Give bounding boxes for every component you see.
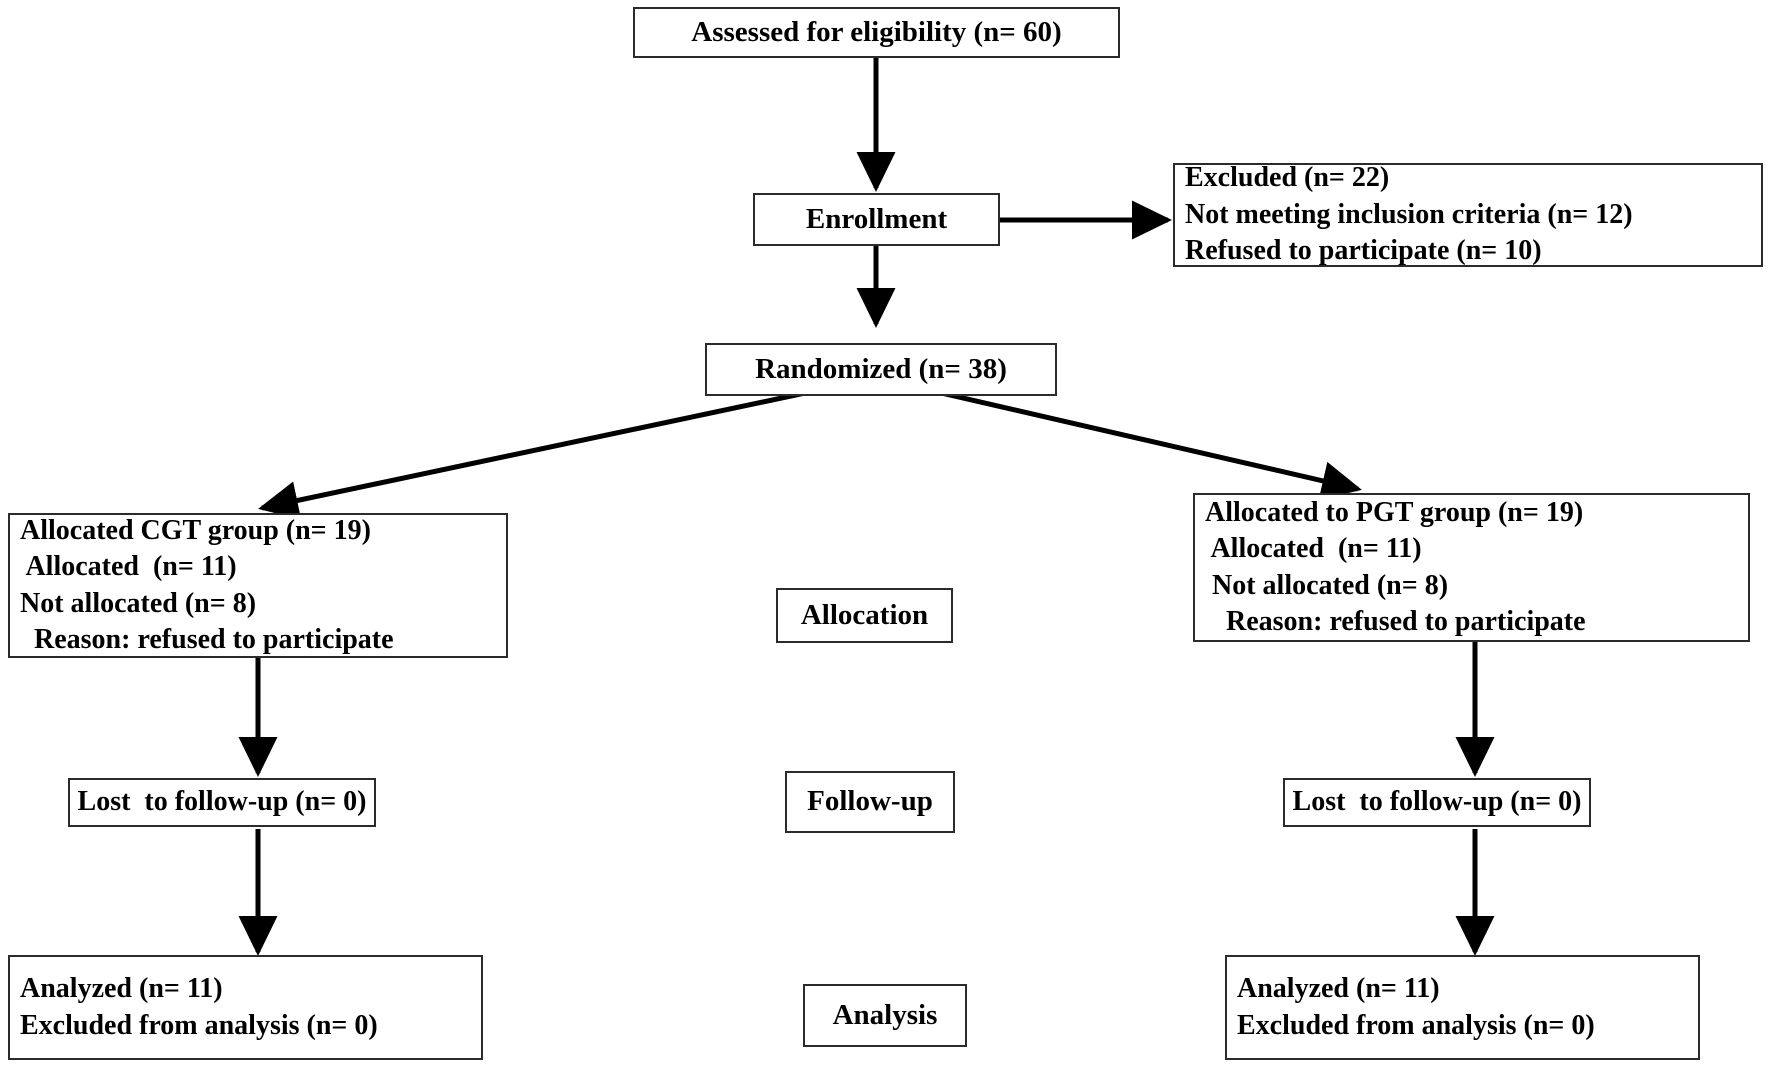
pgt-alloc-line-4: Reason: refused to participate bbox=[1205, 605, 1586, 637]
box-pgt-lost-to-followup: Lost to follow-up (n= 0) bbox=[1283, 778, 1591, 827]
analysis-stage-label: Analysis bbox=[832, 998, 938, 1031]
pgt-alloc-line-1: Allocated to PGT group (n= 19) bbox=[1205, 496, 1584, 528]
box-randomized: Randomized (n= 38) bbox=[705, 343, 1057, 396]
cgt-analyzed-line-1: Analyzed (n= 11) bbox=[20, 973, 223, 1005]
box-cgt-allocated: Allocated CGT group (n= 19) Allocated (n… bbox=[8, 513, 508, 658]
box-assessed-for-eligibility: Assessed for eligibility (n= 60) bbox=[633, 7, 1120, 58]
cgt-alloc-line-2: Allocated (n= 11) bbox=[20, 551, 237, 583]
arrow-randomized-to-cgt bbox=[258, 375, 877, 520]
cgt-analyzed-line-2: Excluded from analysis (n= 0) bbox=[20, 1009, 378, 1041]
allocation-stage-label: Allocation bbox=[800, 598, 929, 631]
box-stage-analysis: Analysis bbox=[803, 984, 967, 1047]
cgt-alloc-line-4: Reason: refused to participate bbox=[20, 623, 394, 655]
randomized-label: Randomized (n= 38) bbox=[755, 352, 1007, 385]
box-excluded: Excluded (n= 22) Not meeting inclusion c… bbox=[1173, 162, 1763, 267]
cgt-lost-label: Lost to follow-up (n= 0) bbox=[77, 786, 367, 818]
cgt-alloc-line-3: Not allocated (n= 8) bbox=[20, 587, 257, 619]
excluded-line-3: Refused to participate (n= 10) bbox=[1185, 235, 1542, 267]
assessed-label: Assessed for eligibility (n= 60) bbox=[691, 15, 1062, 48]
box-cgt-analyzed: Analyzed (n= 11) Excluded from analysis … bbox=[8, 955, 483, 1060]
box-enrollment: Enrollment bbox=[753, 193, 1000, 246]
pgt-analyzed-line-1: Analyzed (n= 11) bbox=[1237, 973, 1440, 1005]
box-stage-followup: Follow-up bbox=[785, 771, 955, 833]
cgt-alloc-line-1: Allocated CGT group (n= 19) bbox=[20, 514, 371, 546]
pgt-alloc-line-3: Not allocated (n= 8) bbox=[1205, 569, 1449, 601]
box-cgt-lost-to-followup: Lost to follow-up (n= 0) bbox=[68, 778, 376, 827]
pgt-analyzed-line-2: Excluded from analysis (n= 0) bbox=[1237, 1009, 1595, 1041]
pgt-lost-label: Lost to follow-up (n= 0) bbox=[1292, 786, 1582, 818]
box-pgt-analyzed: Analyzed (n= 11) Excluded from analysis … bbox=[1225, 955, 1700, 1060]
excluded-line-1: Excluded (n= 22) bbox=[1185, 162, 1390, 194]
followup-stage-label: Follow-up bbox=[807, 785, 933, 818]
enrollment-label: Enrollment bbox=[805, 202, 948, 235]
pgt-alloc-line-2: Allocated (n= 11) bbox=[1205, 533, 1422, 565]
box-pgt-allocated: Allocated to PGT group (n= 19) Allocated… bbox=[1193, 493, 1750, 642]
box-stage-allocation: Allocation bbox=[776, 588, 953, 643]
excluded-line-2: Not meeting inclusion criteria (n= 12) bbox=[1185, 198, 1633, 230]
